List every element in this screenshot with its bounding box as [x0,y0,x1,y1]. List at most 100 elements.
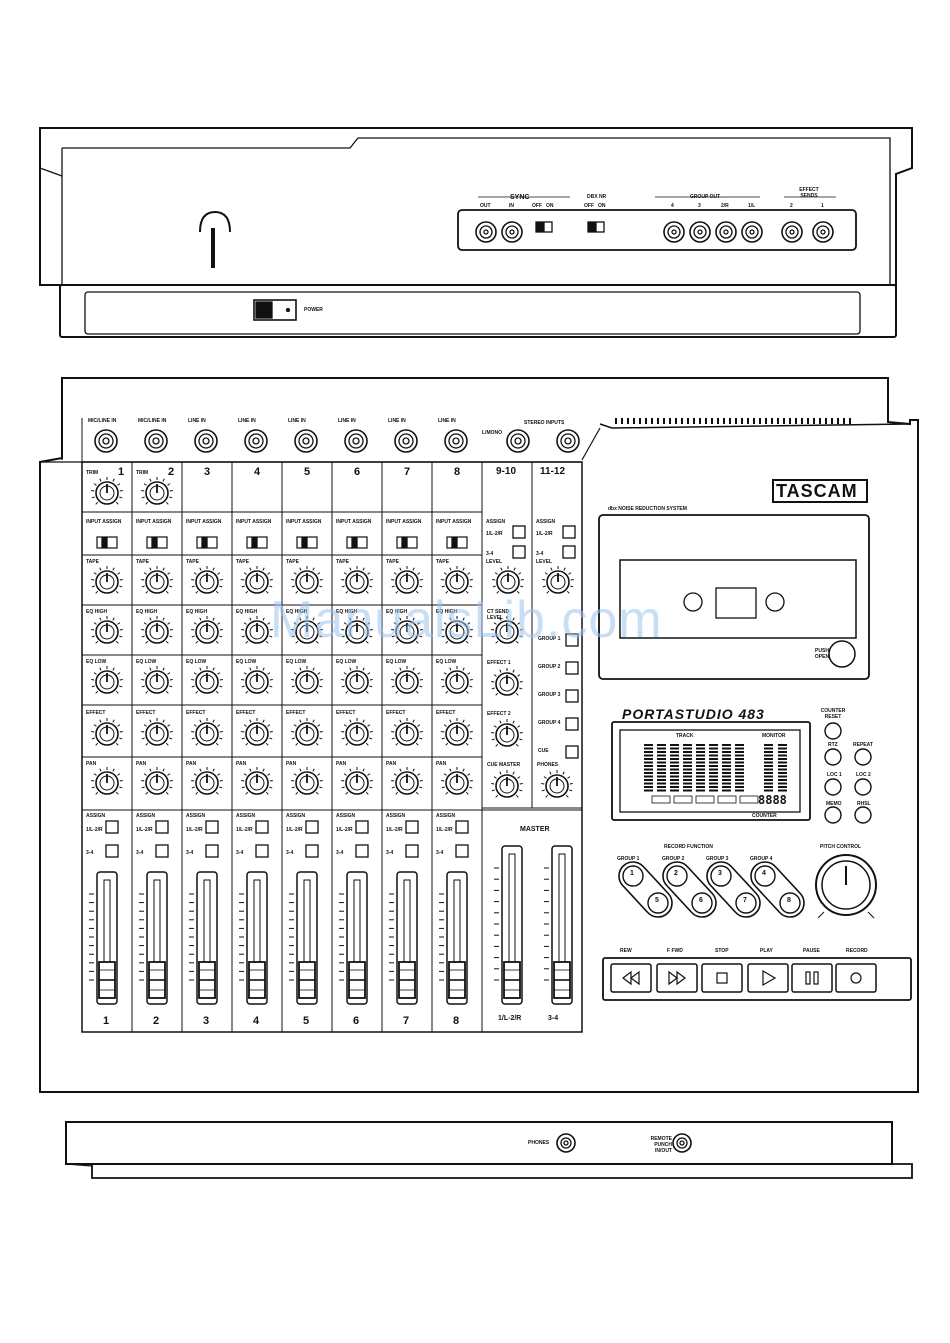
remote-jack-icon[interactable] [672,1133,692,1153]
input-assign-switch-icon[interactable] [446,536,468,549]
assign-button-icon[interactable] [455,844,469,858]
assign-button-icon[interactable] [305,820,319,834]
group-button-icon[interactable] [565,717,579,731]
input-assign-switch-icon[interactable] [246,536,268,549]
eq-high-knob-icon[interactable] [291,616,323,644]
input-assign-switch-icon[interactable] [296,536,318,549]
effect-knob-icon[interactable] [341,718,373,746]
effect-knob-icon[interactable] [441,718,473,746]
level-knob-icon[interactable] [542,566,574,594]
assign-button-icon[interactable] [205,844,219,858]
effect-knob-icon[interactable] [91,718,123,746]
effect1-knob-icon[interactable] [491,668,523,696]
effect-knob-icon[interactable] [391,718,423,746]
eq-low-knob-icon[interactable] [441,666,473,694]
eq-high-knob-icon[interactable] [191,616,223,644]
assign-button-icon[interactable] [562,545,576,559]
eq-low-knob-icon[interactable] [341,666,373,694]
input-jack-icon[interactable] [344,429,368,453]
pan-knob-icon[interactable] [391,767,423,795]
memo-button-icon[interactable] [824,806,842,824]
input-jack-icon[interactable] [444,429,468,453]
tape-knob-icon[interactable] [191,566,223,594]
transport-button-icon[interactable] [791,963,833,993]
eq-low-knob-icon[interactable] [191,666,223,694]
input-assign-switch-icon[interactable] [396,536,418,549]
tape-knob-icon[interactable] [441,566,473,594]
transport-button-icon[interactable] [835,963,877,993]
pitch-control-knob-icon[interactable] [815,854,877,916]
cue-send-knob-icon[interactable] [491,616,523,644]
fader-icon[interactable] [189,871,218,1005]
assign-button-icon[interactable] [205,820,219,834]
fader-icon[interactable] [439,871,468,1005]
assign-button-icon[interactable] [255,844,269,858]
input-jack-icon[interactable] [394,429,418,453]
trim-knob-icon[interactable] [141,477,173,505]
fader-icon[interactable] [389,871,418,1005]
input-jack-icon[interactable] [94,429,118,453]
stereo-input-jack-icon[interactable] [506,429,530,453]
eq-high-knob-icon[interactable] [241,616,273,644]
tape-knob-icon[interactable] [91,566,123,594]
tape-knob-icon[interactable] [141,566,173,594]
assign-button-icon[interactable] [155,820,169,834]
assign-button-icon[interactable] [512,545,526,559]
assign-button-icon[interactable] [105,820,119,834]
effect-knob-icon[interactable] [241,718,273,746]
repeat-button-icon[interactable] [854,748,872,766]
pan-knob-icon[interactable] [91,767,123,795]
record-button-icon[interactable] [701,856,766,923]
eq-low-knob-icon[interactable] [291,666,323,694]
assign-button-icon[interactable] [355,844,369,858]
group-button-icon[interactable] [565,633,579,647]
effect-knob-icon[interactable] [191,718,223,746]
fader-icon[interactable] [339,871,368,1005]
group-button-icon[interactable] [565,745,579,759]
eq-high-knob-icon[interactable] [441,616,473,644]
input-jack-icon[interactable] [294,429,318,453]
stereo-input-jack-icon[interactable] [556,429,580,453]
fader-icon[interactable] [89,871,118,1005]
fader-icon[interactable] [239,871,268,1005]
transport-button-icon[interactable] [656,963,698,993]
pan-knob-icon[interactable] [441,767,473,795]
tape-knob-icon[interactable] [291,566,323,594]
level-knob-icon[interactable] [492,566,524,594]
eq-low-knob-icon[interactable] [391,666,423,694]
eq-high-knob-icon[interactable] [91,616,123,644]
input-assign-switch-icon[interactable] [96,536,118,549]
input-assign-switch-icon[interactable] [346,536,368,549]
assign-button-icon[interactable] [512,525,526,539]
phones-knob-icon[interactable] [541,770,573,798]
effect-knob-icon[interactable] [141,718,173,746]
loc2-button-icon[interactable] [854,778,872,796]
pan-knob-icon[interactable] [341,767,373,795]
fader-icon[interactable] [139,871,168,1005]
assign-button-icon[interactable] [155,844,169,858]
fader-icon[interactable] [494,845,523,1005]
pan-knob-icon[interactable] [241,767,273,795]
transport-button-icon[interactable] [701,963,743,993]
assign-button-icon[interactable] [405,844,419,858]
assign-button-icon[interactable] [105,844,119,858]
tape-knob-icon[interactable] [241,566,273,594]
fader-icon[interactable] [289,871,318,1005]
effect2-knob-icon[interactable] [491,719,523,747]
push-open-button-icon[interactable] [828,640,856,668]
pan-knob-icon[interactable] [291,767,323,795]
cue-master-knob-icon[interactable] [491,770,523,798]
assign-button-icon[interactable] [562,525,576,539]
eq-low-knob-icon[interactable] [141,666,173,694]
input-assign-switch-icon[interactable] [196,536,218,549]
assign-button-icon[interactable] [405,820,419,834]
rtz-button-icon[interactable] [824,748,842,766]
effect-knob-icon[interactable] [291,718,323,746]
eq-high-knob-icon[interactable] [391,616,423,644]
assign-button-icon[interactable] [255,820,269,834]
group-button-icon[interactable] [565,661,579,675]
pan-knob-icon[interactable] [141,767,173,795]
assign-button-icon[interactable] [355,820,369,834]
rhsl-button-icon[interactable] [854,806,872,824]
input-assign-switch-icon[interactable] [146,536,168,549]
